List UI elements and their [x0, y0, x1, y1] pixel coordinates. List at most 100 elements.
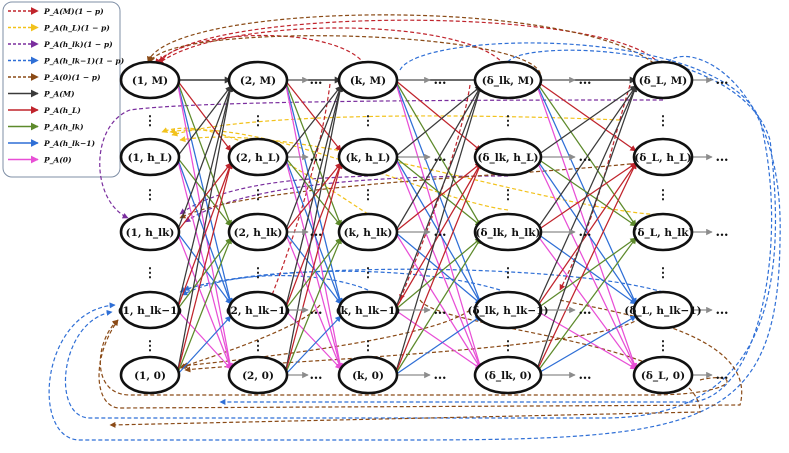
state-node: (k, 0): [337, 355, 399, 395]
state-node: (δ_L, M): [632, 60, 694, 100]
solid-edge: [394, 85, 482, 233]
state-node: (1, M): [119, 60, 181, 100]
solid-edge: [534, 315, 637, 376]
solid-edge: [394, 85, 482, 311]
state-node-shape: [119, 60, 181, 100]
solid-edge: [284, 231, 342, 370]
vertical-ellipsis: ⋮: [502, 188, 515, 203]
solid-edge: [176, 79, 234, 370]
horizontal-ellipsis: …: [579, 73, 592, 88]
solid-edge: [394, 237, 482, 376]
state-node-shape: [632, 290, 694, 330]
solid-edge: [176, 231, 232, 370]
horizontal-ellipsis: …: [716, 303, 729, 318]
solid-edge: [176, 156, 233, 370]
horizontal-ellipsis: …: [579, 368, 592, 383]
solid-edge: [176, 79, 232, 152]
solid-edge: [284, 162, 342, 311]
horizontal-ellipsis: …: [716, 73, 729, 88]
solid-edge: [534, 79, 637, 152]
legend-label: P_A(h_L): [43, 106, 81, 115]
state-node-shape: [119, 290, 181, 330]
state-node-shape: [473, 212, 543, 252]
solid-edge: [176, 309, 232, 370]
solid-edge: [394, 79, 482, 227]
vertical-ellipsis: ⋮: [657, 266, 670, 281]
state-nodes: (1, M)(2, M)(k, M)(δ_lk, M)(δ_L, M)(1, h…: [118, 60, 702, 395]
solid-edge: [284, 85, 342, 158]
state-node: (δ_L, h_lk−1): [624, 290, 702, 330]
solid-edge: [394, 315, 482, 376]
dashed-edge: [181, 274, 369, 296]
solid-edge: [176, 85, 232, 158]
solid-edge: [176, 85, 233, 311]
solid-edge: [176, 85, 234, 376]
legend-entry: P_A(h_lk−1): [8, 139, 96, 148]
solid-edge: [176, 237, 232, 376]
state-node-shape: [337, 355, 399, 395]
legend-label: P_A(h_lk−1): [43, 139, 96, 148]
solid-edge: [534, 79, 638, 370]
solid-edge: [176, 162, 232, 311]
dashed-edge: [184, 317, 641, 373]
solid-edge: [534, 79, 637, 227]
solid-edge: [394, 156, 482, 370]
legend-label: P_A(h_lk)(1 − p): [43, 40, 113, 49]
vertical-ellipsis: ⋮: [252, 266, 265, 281]
solid-edge: [394, 162, 482, 376]
state-node-shape: [632, 60, 694, 100]
solid-edge: [534, 162, 637, 376]
horizontal-ellipsis: …: [716, 368, 729, 383]
solid-edge: [284, 79, 343, 370]
state-node: (δ_lk, M): [473, 60, 543, 100]
legend-label: P_A(h_L)(1 − p): [43, 24, 110, 33]
vertical-ellipsis: ⋮: [252, 339, 265, 354]
state-node-label: (δ_lk, 0): [484, 370, 532, 383]
state-node-shape: [473, 137, 543, 177]
solid-edge: [284, 156, 343, 370]
vertical-ellipsis: ⋮: [362, 188, 375, 203]
state-node-label: (k, h_lk−1): [336, 305, 401, 318]
solid-edge: [284, 156, 342, 227]
legend-entry: P_A(0): [8, 155, 72, 165]
state-node-shape: [119, 212, 181, 252]
vertical-ellipsis: ⋮: [657, 339, 670, 354]
solid-edge: [534, 309, 637, 370]
state-node-label: (δ_lk, h_L): [477, 152, 538, 165]
solid-edge: [534, 85, 637, 158]
state-node-label: (1, h_L): [128, 152, 173, 165]
dashed-edge: [99, 319, 728, 396]
state-node: (δ_L, h_lk): [632, 212, 694, 252]
solid-edge: [284, 237, 342, 376]
dashed-edge: [157, 27, 509, 71]
state-node-label: (1, h_lk−1): [118, 305, 183, 318]
state-node-label: (δ_lk, h_lk): [476, 227, 541, 240]
state-node: (k, h_L): [337, 137, 399, 177]
state-node: (δ_lk, h_lk): [473, 212, 543, 252]
state-node: (δ_L, h_L): [632, 137, 694, 177]
state-node-label: (2, h_lk): [234, 227, 283, 240]
dashed-edge: [149, 35, 541, 81]
vertical-ellipsis: ⋮: [362, 266, 375, 281]
state-node-shape: [227, 212, 289, 252]
state-node-shape: [227, 290, 289, 330]
state-node-shape: [337, 290, 399, 330]
solid-edge: [534, 85, 637, 311]
ellipsis-marks: ……………………………………………………⋮⋮⋮⋮⋮⋮⋮⋮⋮⋮⋮⋮⋮⋮⋮⋮⋮⋮⋮⋮: [144, 73, 729, 383]
dashed-edge: [98, 299, 743, 409]
state-node-shape: [119, 137, 181, 177]
state-node-shape: [632, 137, 694, 177]
vertical-ellipsis: ⋮: [502, 114, 515, 129]
dashed-edge: [154, 34, 369, 71]
state-node-label: (2, h_L): [236, 152, 281, 165]
vertical-ellipsis: ⋮: [144, 266, 157, 281]
state-node: (δ_lk, 0): [473, 355, 543, 395]
solid-edge: [284, 237, 342, 311]
dashed-edge: [269, 83, 331, 301]
state-node-label: (δ_lk, h_lk−1): [467, 305, 548, 318]
dashed-edge: [99, 99, 664, 219]
state-node-label: (k, h_lk): [344, 227, 393, 240]
state-node: (2, 0): [227, 355, 289, 395]
state-node: (1, h_L): [119, 137, 181, 177]
